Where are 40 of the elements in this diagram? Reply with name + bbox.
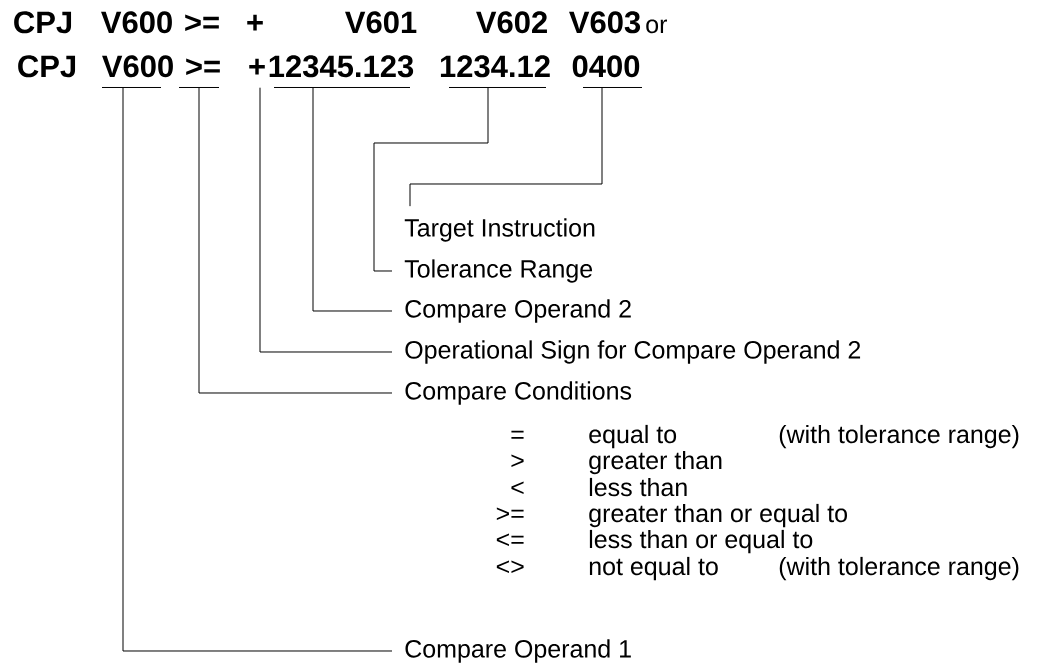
annotation-text: Target Instruction bbox=[404, 218, 595, 242]
operand-sign: + bbox=[249, 58, 265, 75]
underlined-operand: 0400 bbox=[572, 55, 643, 88]
leader-line bbox=[409, 87, 603, 207]
underlined-operand: >= bbox=[178, 58, 220, 88]
leader-line bbox=[373, 87, 489, 272]
condition-symbol: = bbox=[511, 430, 524, 439]
condition-symbol: >= bbox=[496, 507, 524, 521]
condition-note: (with tolerance range) bbox=[779, 556, 1019, 581]
leader-line bbox=[312, 87, 393, 312]
code-token: V600 bbox=[101, 11, 172, 34]
code-token: V601 bbox=[345, 11, 417, 34]
code-token: V602 bbox=[476, 11, 547, 34]
condition-description: greater than or equal to bbox=[589, 503, 847, 528]
underlined-operand: 1234.12 bbox=[440, 55, 550, 88]
underlined-operand: 12345.123 bbox=[269, 55, 414, 88]
condition-symbol: <= bbox=[496, 533, 524, 547]
condition-symbol: <> bbox=[496, 560, 524, 574]
condition-description: greater than bbox=[589, 450, 722, 475]
condition-description: not equal to bbox=[589, 556, 718, 581]
code-token: >= bbox=[185, 14, 219, 32]
annotation-text: Compare Conditions bbox=[405, 381, 632, 405]
condition-note: (with tolerance range) bbox=[779, 424, 1019, 449]
code-token: CPJ bbox=[14, 11, 72, 34]
underlined-operand: V600 bbox=[101, 55, 173, 88]
connector-word: or bbox=[646, 19, 667, 34]
annotation-text: Compare Operand 1 bbox=[405, 639, 631, 663]
code-token: + bbox=[247, 14, 263, 31]
annotation-text: Operational Sign for Compare Operand 2 bbox=[405, 340, 861, 364]
condition-symbol: < bbox=[511, 481, 524, 495]
condition-description: less than bbox=[589, 477, 687, 497]
leader-line bbox=[198, 87, 393, 394]
condition-symbol: > bbox=[511, 454, 524, 468]
leader-line bbox=[122, 87, 393, 652]
annotation-text: Compare Operand 2 bbox=[405, 299, 631, 323]
condition-description: less than or equal to bbox=[589, 529, 813, 554]
code-token: V603 bbox=[569, 11, 641, 34]
condition-description: equal to bbox=[589, 424, 677, 449]
annotation-text: Tolerance Range bbox=[404, 259, 593, 283]
leader-line bbox=[259, 87, 393, 353]
